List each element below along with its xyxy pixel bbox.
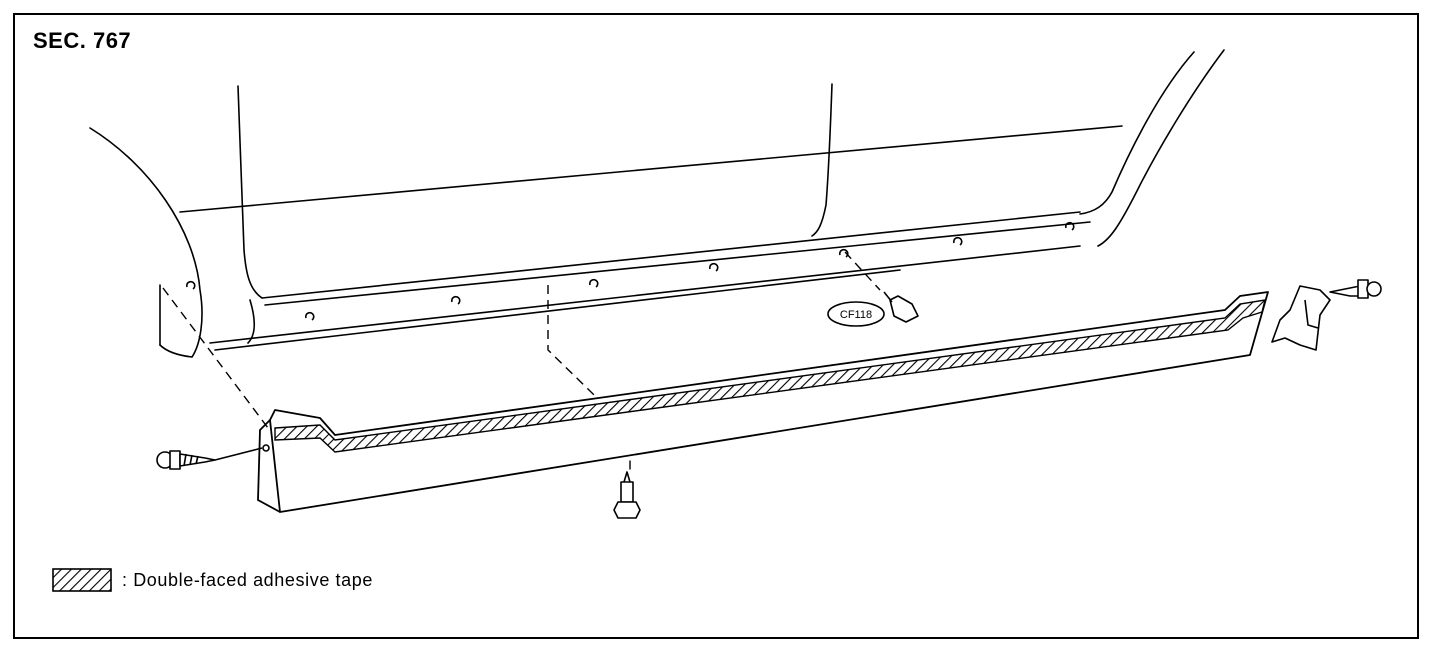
- callout-part-code: CF118: [840, 309, 872, 321]
- b-pillar-line: [237, 85, 263, 299]
- mount-hole: [838, 248, 849, 258]
- front-bracket: [1271, 285, 1331, 351]
- sill-lower-line: [264, 221, 1091, 306]
- bolt-hex-head: [613, 501, 641, 519]
- rear-wheel-arch: [89, 127, 203, 358]
- mount-hole: [304, 311, 315, 321]
- legend-text: : Double-faced adhesive tape: [122, 569, 373, 590]
- bolt-shank: [620, 481, 634, 503]
- screw-hole: [262, 444, 270, 452]
- mount-hole: [952, 236, 963, 246]
- diagram-frame: [13, 13, 1419, 639]
- screw-leader: [214, 447, 263, 461]
- section-label: SEC. 767: [33, 28, 132, 53]
- rear-screw: [156, 444, 270, 470]
- front-screw-thread: [1329, 285, 1361, 297]
- belt-line: [179, 125, 1123, 213]
- front-screw-washer: [1366, 281, 1382, 297]
- rocker-rear-curve: [247, 299, 256, 344]
- mount-hole: [450, 295, 461, 305]
- front-screw: [1329, 279, 1382, 299]
- door-split-line: [811, 83, 833, 237]
- bracket-flange: [1304, 299, 1319, 329]
- bracket-plate: [1271, 285, 1331, 351]
- a-pillar-inner: [1097, 49, 1225, 247]
- leader-clip: [844, 251, 881, 291]
- callout-oval: [827, 301, 885, 327]
- bolt-tip: [623, 471, 631, 483]
- center-bolt: [613, 471, 641, 519]
- mount-hole: [588, 278, 599, 288]
- mount-hole: [708, 262, 719, 272]
- body-mounting-holes: [185, 221, 1075, 321]
- clip-stem: [883, 291, 893, 303]
- clip-body: [889, 295, 919, 323]
- sill-bottom-line: [209, 245, 1081, 344]
- sill-upper-line: [261, 211, 1081, 299]
- a-pillar-outer: [1079, 51, 1195, 215]
- side-sill-cover: [257, 291, 1269, 513]
- car-body: [89, 49, 1225, 358]
- screw-thread-lines: [183, 453, 199, 467]
- mount-hole: [185, 280, 196, 290]
- adhesive-tape-strip: [274, 299, 1266, 453]
- mount-hole: [1064, 221, 1075, 231]
- adhesive-tape-swatch: [52, 568, 112, 592]
- sill-bottom-line-2: [214, 269, 901, 351]
- sill-cover-body: [269, 291, 1269, 513]
- legend: : Double-faced adhesive tape: [52, 568, 373, 592]
- retaining-clip: [827, 291, 919, 327]
- screw-head: [169, 450, 181, 470]
- sill-cover-end: [257, 419, 281, 513]
